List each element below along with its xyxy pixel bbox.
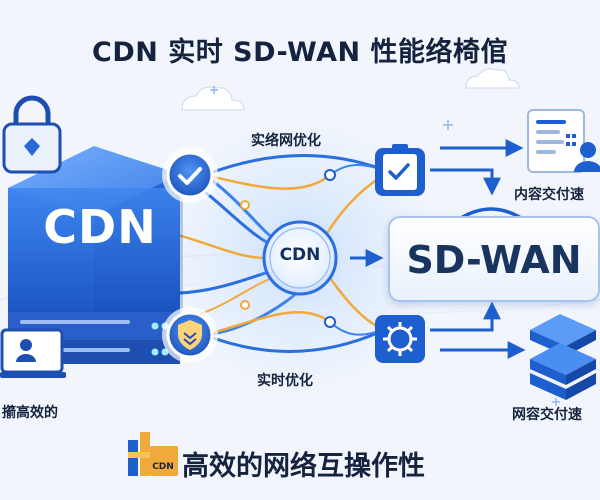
document-user-icon xyxy=(527,109,600,173)
top-path-label: 实络网优化 xyxy=(251,133,321,149)
footer-logo-icon xyxy=(128,432,178,476)
hub-label: CDN xyxy=(279,245,321,265)
checkmark-icon xyxy=(162,147,218,203)
sdwan-label: SD-WAN xyxy=(406,238,582,282)
cdn-server-block xyxy=(8,146,183,364)
sdwan-box: SD-WAN xyxy=(388,216,600,302)
clipboard-check-icon xyxy=(375,144,425,196)
shield-icon xyxy=(162,307,218,363)
bottom-path-label: 实时优化 xyxy=(257,373,313,389)
left-bottom-label: 擶高效的 xyxy=(2,405,58,421)
footer-logo-text: CDN xyxy=(152,462,174,472)
laptop-user-icon xyxy=(0,328,66,378)
cloud-icon xyxy=(181,68,520,111)
cdn-hub xyxy=(254,212,346,304)
page-title: CDN 实时 SD-WAN 性能络椅倌 xyxy=(92,37,508,68)
lock-icon xyxy=(2,95,62,174)
arrow-icon xyxy=(350,139,526,359)
footer-text: 高效的网络互操作性 xyxy=(182,451,425,482)
right-bottom-label: 网容交付速 xyxy=(512,407,582,423)
cdn-block-label: CDN xyxy=(43,200,157,254)
gear-network-icon xyxy=(375,315,425,363)
server-stack-icon xyxy=(530,314,596,400)
right-top-label: 内容交付速 xyxy=(514,187,584,203)
mesh-node xyxy=(240,169,336,328)
sparkle-icon xyxy=(210,86,560,406)
